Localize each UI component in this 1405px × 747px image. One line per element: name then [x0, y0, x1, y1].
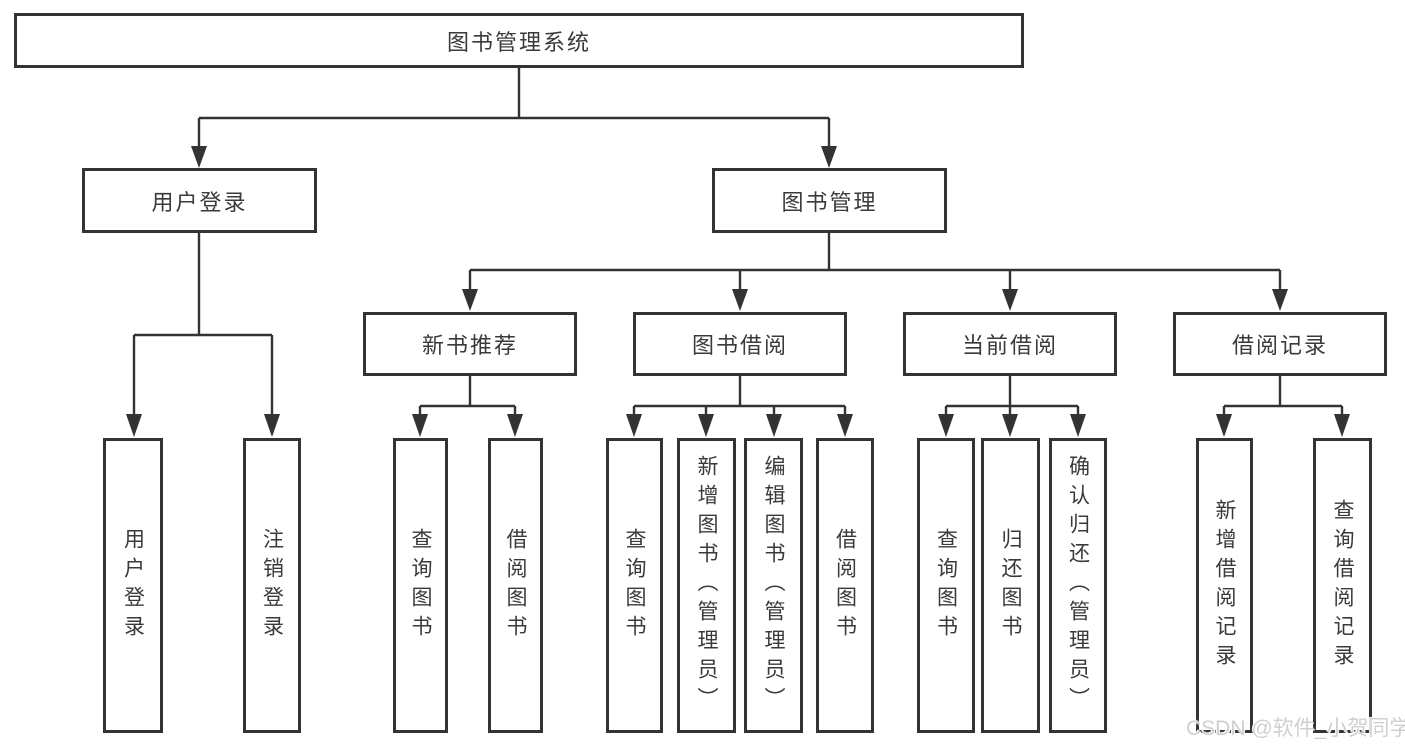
- connector-borrow-records-to-leaves: [1216, 376, 1350, 437]
- leaf-borrow-borrow-books-label: 借阅图书: [833, 527, 857, 644]
- node-book-management-label: 图书管理: [781, 189, 878, 215]
- connector-current-borrow-to-leaves: [938, 376, 1086, 437]
- leaf-user-login: 用户登录: [103, 438, 163, 733]
- leaf-logout: 注销登录: [243, 438, 301, 733]
- node-user-login-label: 用户登录: [151, 189, 248, 215]
- connector-new-book-to-leaves: [412, 376, 523, 437]
- connector-book-borrow-to-leaves: [626, 376, 853, 437]
- node-user-login: 用户登录: [82, 168, 317, 233]
- leaf-borrow-query-books: 查询图书: [606, 438, 663, 733]
- node-new-book-recommend: 新书推荐: [363, 312, 577, 376]
- connector-user-login-to-leaves: [126, 233, 280, 437]
- leaf-records-query-record-label: 查询借阅记录: [1331, 498, 1354, 673]
- leaf-records-add-record: 新增借阅记录: [1196, 438, 1253, 733]
- leaf-newbook-query-books: 查询图书: [393, 438, 448, 733]
- connector-root-to-level2: [191, 68, 837, 168]
- leaf-current-query-books-label: 查询图书: [934, 527, 958, 644]
- leaf-borrow-edit-books-admin-label: 编辑图书（管理员）: [762, 455, 785, 716]
- leaf-borrow-add-books-admin: 新增图书（管理员）: [677, 438, 736, 733]
- leaf-logout-label: 注销登录: [260, 527, 284, 644]
- leaf-current-confirm-return-admin: 确认归还（管理员）: [1049, 438, 1107, 733]
- node-borrow-records: 借阅记录: [1173, 312, 1387, 376]
- node-book-borrow: 图书借阅: [633, 312, 847, 376]
- node-book-borrow-label: 图书借阅: [691, 333, 788, 358]
- leaf-newbook-query-books-label: 查询图书: [409, 527, 432, 644]
- leaf-user-login-label: 用户登录: [121, 527, 145, 644]
- node-book-management: 图书管理: [712, 168, 947, 233]
- node-current-borrow: 当前借阅: [903, 312, 1117, 376]
- leaf-borrow-edit-books-admin: 编辑图书（管理员）: [744, 438, 803, 733]
- leaf-borrow-query-books-label: 查询图书: [623, 527, 646, 644]
- node-root-label: 图书管理系统: [446, 29, 591, 55]
- leaf-borrow-add-books-admin-label: 新增图书（管理员）: [695, 455, 718, 716]
- leaf-current-query-books: 查询图书: [917, 438, 975, 733]
- leaf-borrow-borrow-books: 借阅图书: [816, 438, 874, 733]
- leaf-newbook-borrow-books-label: 借阅图书: [504, 527, 527, 644]
- leaf-records-add-record-label: 新增借阅记录: [1213, 498, 1236, 673]
- csdn-watermark: CSDN @软件_小贺同学: [1186, 717, 1405, 740]
- leaf-current-return-books-label: 归还图书: [999, 527, 1022, 644]
- leaf-current-return-books: 归还图书: [981, 438, 1040, 733]
- leaf-newbook-borrow-books: 借阅图书: [488, 438, 543, 733]
- connector-book-management-to-level3: [462, 233, 1288, 311]
- node-current-borrow-label: 当前借阅: [961, 333, 1058, 358]
- node-root: 图书管理系统: [14, 13, 1024, 68]
- leaf-records-query-record: 查询借阅记录: [1313, 438, 1372, 733]
- node-new-book-recommend-label: 新书推荐: [421, 333, 518, 358]
- leaf-current-confirm-return-admin-label: 确认归还（管理员）: [1066, 455, 1090, 716]
- node-borrow-records-label: 借阅记录: [1231, 333, 1328, 358]
